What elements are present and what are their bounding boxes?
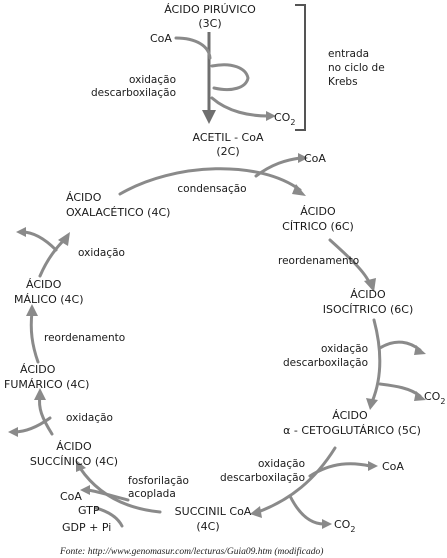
oxal-arrowhead <box>58 232 70 246</box>
pyruvic-acid-label: ÁCIDO PIRÚVICO <box>164 3 256 16</box>
fumaric-to-malic-arc <box>29 310 40 364</box>
keto-to-succinyl-arc <box>256 446 337 514</box>
coa-in-arrow <box>174 36 212 60</box>
entry-note-line2: no ciclo de <box>328 62 385 74</box>
coa-out-arrowhead <box>298 153 308 163</box>
coa-r2-label: CoA <box>382 460 404 473</box>
coa-input-label: CoA <box>150 32 172 45</box>
entry-pathway <box>174 4 306 131</box>
keto-acid-label: ÁCIDO <box>332 409 368 422</box>
succinyl-coa-carbons: (4C) <box>196 520 219 533</box>
oxid-r1-label: oxidação <box>321 343 368 355</box>
pyruvic-acid-carbons: (3C) <box>198 17 221 30</box>
citric-acid-carbons: CÍTRICO (6C) <box>282 220 354 233</box>
succinic-acid-label: ÁCIDO <box>56 440 92 453</box>
malic-acid-carbons: MÁLICO (4C) <box>14 293 84 306</box>
decarb-r1-label: descarboxilação <box>283 357 368 369</box>
succinic-to-fumaric-arc <box>38 394 54 436</box>
keto-arrowhead <box>366 398 378 410</box>
co2-out-arrow <box>210 96 270 118</box>
co2-arrowhead <box>266 111 276 121</box>
reordering-right-label: reordenamento <box>278 255 359 267</box>
coupled-label: acoplada <box>128 488 176 500</box>
citric-acid-label: ÁCIDO <box>300 205 336 218</box>
oxid-left-up-label: oxidação <box>78 247 125 259</box>
decarb-r2-label: descarboxilação <box>220 472 305 484</box>
co2-r2-arrowhead <box>322 519 332 529</box>
isocitric-to-keto-arc <box>370 318 382 404</box>
oxid-left-up-arrow <box>20 230 58 252</box>
isocitric-acid-label: ÁCIDO <box>350 288 386 301</box>
coa-left-label: CoA <box>60 490 82 503</box>
coa-left-arrowhead <box>80 485 90 495</box>
succinyl-coa-label: SUCCINIL CoA <box>175 505 252 518</box>
fumaric-arrowhead <box>34 388 46 400</box>
oxaloacetic-acid-name: OXALACÉTICO (4C) <box>66 206 170 219</box>
isocitric-acid-carbons: ISOCÍTRICO (6C) <box>323 303 414 316</box>
coa-out-label: CoA <box>304 152 326 165</box>
co2-r1-arrowhead <box>414 391 426 401</box>
oxid-r1-loop <box>378 340 422 352</box>
condensation-arrowhead <box>292 184 306 196</box>
gdp-pi-label: GDP + Pi <box>62 521 111 534</box>
decarboxylation-label: descarboxilação <box>91 87 176 99</box>
condensation-arc <box>118 167 302 196</box>
coa-out-arrow <box>254 156 302 178</box>
phosphorylation-label: fosforilação <box>128 475 189 487</box>
malic-arrowhead <box>26 304 38 316</box>
succinic-acid-carbons: SUCCÍNICO (4C) <box>30 455 118 468</box>
succinic-arrowhead <box>76 460 86 472</box>
co2-r2-label: CO2 <box>334 518 355 534</box>
co2-r1-label: CO2 <box>424 390 445 406</box>
co2-r1-arrow <box>378 382 422 398</box>
coa-r2-arrow <box>308 462 372 478</box>
gtp-loop <box>94 506 124 528</box>
gtp-label: GTP <box>78 504 100 517</box>
oxid-r2-label: oxidação <box>258 458 305 470</box>
fumaric-acid-label: ÁCIDO <box>20 363 56 376</box>
oxid-left-low-arrowhead <box>8 427 18 437</box>
malic-acid-label: ÁCIDO <box>26 278 62 291</box>
coa-r2-arrowhead <box>368 461 378 471</box>
condensation-label: condensação <box>177 183 246 195</box>
co2-r2-arrow <box>288 494 326 526</box>
entry-note-line1: entrada <box>328 48 369 60</box>
oxid-left-up-arrowhead <box>16 227 26 237</box>
cycle-arrows <box>8 153 426 529</box>
oxaloacetic-acid-label: ÁCIDO <box>66 191 102 204</box>
oxidation-label: oxidação <box>129 74 176 86</box>
oxid-left-low-label: oxidação <box>66 412 113 424</box>
coa-left-arrow <box>86 488 130 502</box>
entry-note-line3: Krebs <box>328 76 358 88</box>
isocitric-arrowhead <box>364 278 376 292</box>
malic-to-oxal-arc <box>38 238 66 278</box>
fumaric-acid-carbons: FUMÁRICO (4C) <box>4 378 89 391</box>
entry-bracket <box>295 4 306 131</box>
oxid-left-low-arrow <box>12 416 52 434</box>
oxid-r1-arrowhead <box>414 345 426 355</box>
reordering-left-label: reordenamento <box>44 332 125 344</box>
oxidation-loop <box>210 63 250 92</box>
pyruvate-arrowhead <box>202 110 216 124</box>
acetyl-coa-carbons: (2C) <box>216 145 239 158</box>
succinyl-arrowhead <box>250 506 262 518</box>
acetyl-coa-label: ACETIL - CoA <box>193 131 264 144</box>
keto-acid-name: α - CETOGLUTÁRICO (5C) <box>283 424 421 437</box>
source-citation: Fonte: http://www.genomasur.com/lecturas… <box>59 546 323 557</box>
co2-label-top: CO2 <box>274 111 295 127</box>
